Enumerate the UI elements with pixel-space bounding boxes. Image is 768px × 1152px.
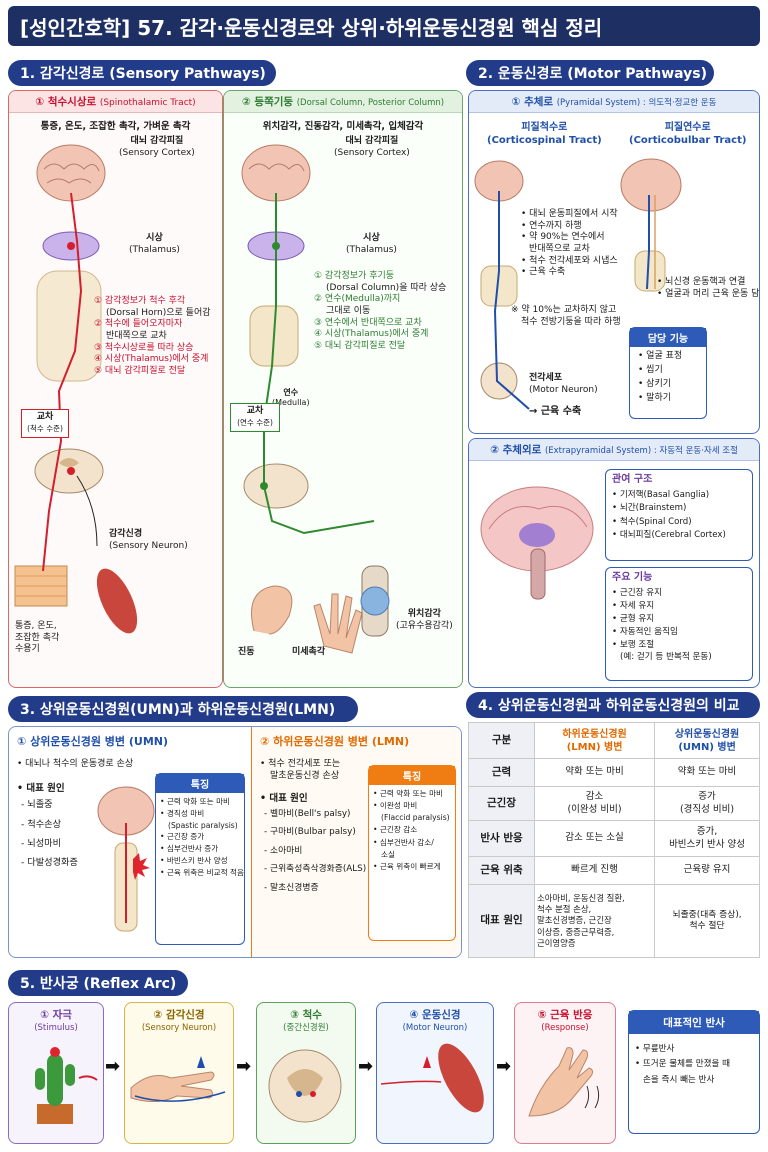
cmp-h0: 구분 bbox=[468, 722, 535, 759]
table-row: 반사 반응 감소 또는 소실 증가,바빈스키 반사 양성 bbox=[468, 820, 760, 857]
umn-intro: 대뇌나 척수의 운동경로 손상 bbox=[25, 759, 134, 770]
brain-sagittal-illustration bbox=[480, 486, 594, 600]
umn-spine-illustration bbox=[97, 786, 155, 932]
lmn-block: ② 하위운동신경원 병변 (LMN) • 척수 전각세포 또는 말초운동신경 손… bbox=[251, 727, 461, 957]
dc-steps: ① 감각정보가 후기둥 (Dorsal Column)을 따라 상승 ② 연수(… bbox=[314, 271, 447, 352]
contract-label: → 근육 수축 bbox=[529, 406, 582, 417]
dorsal-column-desc: 위치감각, 진동감각, 미세촉각, 입체감각 bbox=[262, 121, 424, 132]
reflex-step-response: ⑤ 근육 반응 (Response) bbox=[514, 1002, 616, 1144]
table-row: 근긴장 감소(이완성 비비) 증가(경직성 비비) bbox=[468, 786, 760, 821]
corticobulbar-title: 피질연수로(Corticobulbar Tract) bbox=[629, 122, 747, 146]
reflex-step-sensory: ② 감각신경 (Sensory Neuron) bbox=[124, 1002, 234, 1144]
spinal-cord-icon bbox=[268, 1049, 342, 1123]
spinothalamic-illustration bbox=[14, 144, 138, 634]
lmn-causes: - 벨마비(Bell's palsy) - 구마비(Bulbar palsy) … bbox=[264, 809, 367, 893]
reflex-examples-box: 대표적인 반사 • 무릎반사 • 뜨거운 물체를 만졌을 때 손을 즉시 빼는 … bbox=[628, 1010, 760, 1134]
section-1-heading: 1. 감각신경로 (Sensory Pathways) bbox=[8, 60, 276, 86]
umn-block: ① 상위운동신경원 병변 (UMN) • 대뇌나 척수의 운동경로 손상 • 대… bbox=[17, 735, 247, 951]
cactus-icon bbox=[35, 1046, 98, 1124]
arrow-icon: ➡ bbox=[236, 1056, 252, 1077]
hand-icon bbox=[130, 1055, 226, 1102]
table-row: 근력 약화 또는 마비 약화 또는 마비 bbox=[468, 758, 760, 787]
dc-position-label: 위치감각(고유수용감각) bbox=[396, 609, 453, 631]
reflex-step-stimulus: ① 자극 (Stimulus) bbox=[8, 1002, 104, 1144]
cb-items: • 뇌신경 운동핵과 연결 • 얼굴과 머리 근육 운동 담당 bbox=[657, 277, 760, 299]
dc-medulla-label: 연수(Medulla) bbox=[272, 388, 310, 408]
page-title: [성인간호학] 57. 감각·운동신경로와 상위·하위운동신경원 핵심 정리 bbox=[8, 6, 760, 46]
section-4-heading: 4. 상위운동신경원과 하위운동신경원의 비교 bbox=[466, 692, 760, 718]
st-cortex-label: 대뇌 감각피질(Sensory Cortex) bbox=[119, 136, 195, 158]
muscle-icon bbox=[380, 1043, 484, 1113]
structures-box: 관여 구조 • 기저핵(Basal Ganglia) • 뇌간(Brainste… bbox=[605, 469, 753, 561]
section-2-heading: 2. 운동신경로 (Motor Pathways) bbox=[466, 60, 714, 86]
st-thal-label: 시상(Thalamus) bbox=[129, 233, 180, 255]
dc-thal-label: 시상(Thalamus) bbox=[346, 233, 397, 255]
dorsal-column-title: ② 등쪽기둥 (Dorsal Column, Posterior Column) bbox=[224, 91, 462, 113]
spinothalamic-title: ① 척수시상로 (Spinothalamic Tract) bbox=[9, 91, 222, 113]
table-row: 근육 위축 빠르게 진행 근육량 유지 bbox=[468, 856, 760, 885]
cs-items: • 대뇌 운동피질에서 시작 • 연수까지 하행 • 약 90%는 연수에서 반… bbox=[521, 209, 618, 278]
withdrawn-hand-icon bbox=[528, 1046, 600, 1117]
section-5-heading: 5. 반사궁 (Reflex Arc) bbox=[8, 970, 188, 996]
cmp-h1: 하위운동신경원(LMN) 병변 bbox=[533, 722, 656, 759]
roles-box: 담당 기능 • 얼굴 표정 • 씹기 • 삼키기 • 말하기 bbox=[629, 327, 707, 419]
dc-cortex-label: 대뇌 감각피질(Sensory Cortex) bbox=[334, 136, 410, 158]
arrow-icon: ➡ bbox=[105, 1056, 121, 1077]
dc-fine-touch-label: 미세촉각 bbox=[292, 647, 326, 657]
dorsal-column-illustration bbox=[241, 144, 390, 654]
comparison-table: 구분 하위운동신경원(LMN) 병변 상위운동신경원(UMN) 병변 근력 약화… bbox=[468, 722, 760, 958]
table-row: 대표 원인 소아마비, 운동신경 질환,척수 분절 손상,말초신경병증, 근긴장… bbox=[468, 884, 760, 958]
st-neuron-label: 감각신경(Sensory Neuron) bbox=[109, 529, 188, 551]
corticospinal-title: 피질척수로(Corticospinal Tract) bbox=[487, 122, 602, 146]
lmn-features-box: 특징 • 근력 약화 또는 마비 • 이완성 마비 (Flaccid paral… bbox=[368, 765, 456, 941]
umn-features-box: 특징 • 근력 약화 또는 마비 • 경직성 마비 (Spastic paral… bbox=[155, 773, 245, 945]
anterior-horn-label: 전각세포(Motor Neuron) bbox=[529, 373, 598, 395]
reflex-step-spinal-cord: ③ 척수 (중간신경원) bbox=[256, 1002, 356, 1144]
cs-note: ※ 약 10%는 교차하지 않고 척수 전방기둥을 따라 하행 bbox=[511, 305, 621, 327]
dc-vibration-label: 진동 bbox=[238, 647, 255, 657]
arrow-icon: ➡ bbox=[358, 1056, 374, 1077]
pyramidal-panel: ① 추체로 (Pyramidal System) : 의도적·정교한 운동 피질… bbox=[468, 90, 760, 434]
reflex-step-motor: ④ 운동신경 (Motor Neuron) bbox=[376, 1002, 494, 1144]
section-3-heading: 3. 상위운동신경원(UMN)과 하위운동신경원(LMN) bbox=[8, 696, 358, 722]
st-cross-box: 교차(척수 수준) bbox=[21, 409, 69, 439]
umn-title: ① 상위운동신경원 병변 (UMN) bbox=[17, 735, 169, 748]
dorsal-column-panel: ② 등쪽기둥 (Dorsal Column, Posterior Column)… bbox=[223, 90, 463, 688]
spinothalamic-desc: 통증, 온도, 조잡한 촉각, 가벼운 촉각 bbox=[40, 121, 191, 132]
motor-illustration bbox=[474, 158, 682, 410]
functions-box: 주요 기능 • 근긴장 유지 • 자세 유지 • 균형 유지 • 자동적인 움직… bbox=[605, 567, 753, 681]
st-steps: ① 감각정보가 척수 후각 (Dorsal Horn)으로 들어감 ② 척수에 … bbox=[94, 296, 211, 377]
arrow-icon: ➡ bbox=[496, 1056, 512, 1077]
umn-lmn-panel: ① 상위운동신경원 병변 (UMN) • 대뇌나 척수의 운동경로 손상 • 대… bbox=[8, 726, 462, 958]
dc-cross-box: 교차(연수 수준) bbox=[230, 403, 280, 433]
lmn-title: ② 하위운동신경원 병변 (LMN) bbox=[260, 735, 410, 748]
umn-causes: - 뇌졸중 - 척수손상 - 뇌성마비 - 다발성경화증 bbox=[21, 799, 78, 869]
extrapyramidal-panel: ② 추체외로 (Extrapyramidal System) : 자동적 운동·… bbox=[468, 438, 760, 688]
pyramidal-title: ① 추체로 (Pyramidal System) : 의도적·정교한 운동 bbox=[469, 91, 759, 113]
cmp-h2: 상위운동신경원(UMN) 병변 bbox=[654, 722, 760, 759]
spinothalamic-panel: ① 척수시상로 (Spinothalamic Tract) 통증, 온도, 조잡… bbox=[8, 90, 223, 688]
extrapyramidal-title: ② 추체외로 (Extrapyramidal System) : 자동적 운동·… bbox=[469, 439, 759, 461]
